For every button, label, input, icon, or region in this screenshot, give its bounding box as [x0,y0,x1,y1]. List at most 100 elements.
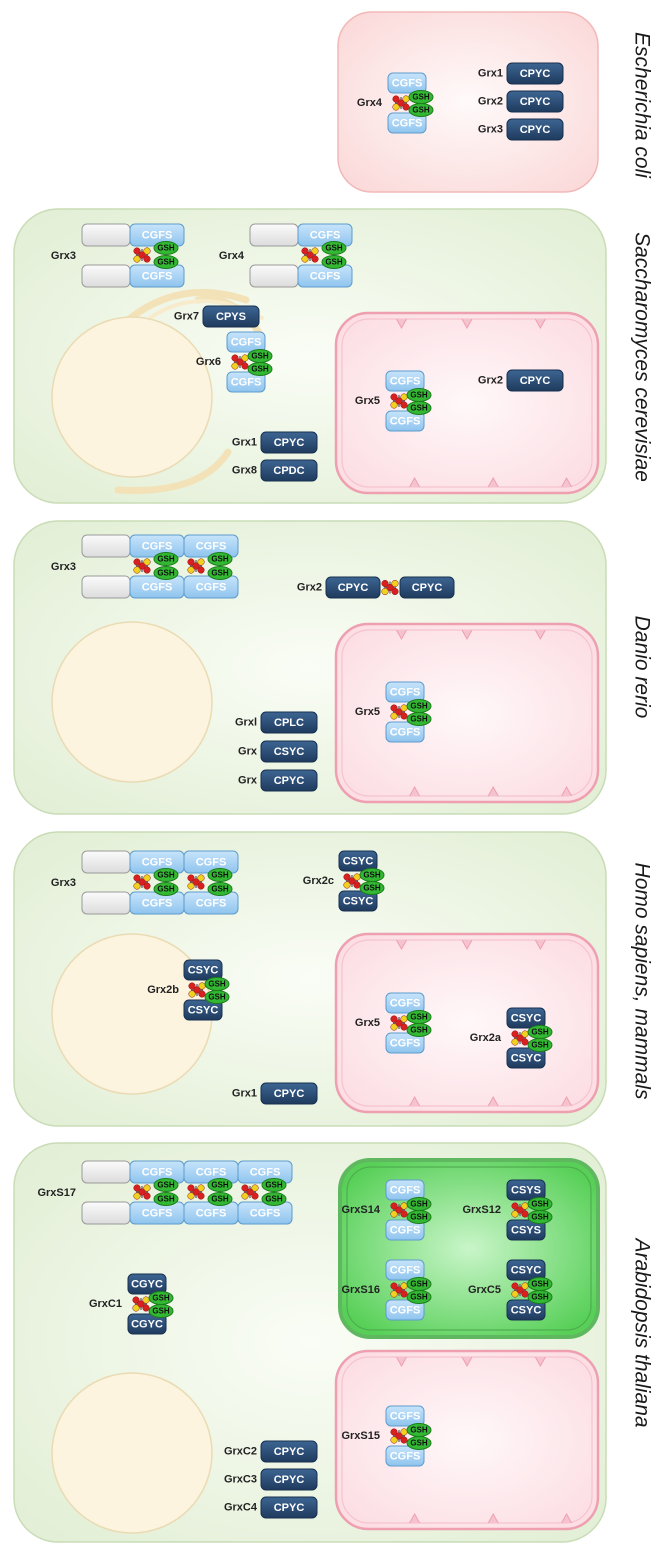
gsh-label: GSH [157,885,175,894]
fe-s-atom [138,251,146,259]
gsh-molecule [321,241,347,255]
fe-s-atom [187,1192,195,1200]
fe-s-atom [521,1290,529,1298]
fe-s-atom [348,877,356,885]
fe-s-atom [241,1184,249,1192]
fe-s-atom [143,874,151,882]
motif-label: CPYC [520,68,551,80]
domain-box [260,1082,318,1105]
gsh-molecule [408,103,434,117]
protein-label: Grx [238,746,258,758]
domain-box-bottom [506,1299,546,1321]
protein-label: Grx7 [174,311,199,323]
fe-s-atom [381,579,389,588]
fe-s-atom [241,1192,249,1200]
domain-box [325,576,381,599]
fe-s-cluster [511,1030,529,1046]
protein-label: GrxS14 [341,1204,380,1216]
domain-box [506,118,564,141]
mitochondrion [334,622,600,804]
protein-label: Grx2 [478,375,503,387]
trx-domain-box [81,264,131,288]
motif-label: CPYC [274,775,305,787]
gsh-molecule [207,552,233,566]
motif-label: CSYS [511,1225,541,1237]
fe-s-atom [197,1184,205,1192]
fe-s-atom [143,1184,151,1192]
fe-s-atom [311,247,319,255]
trx-domain-box [81,223,131,247]
domain-box-top [385,681,425,703]
fe-s-atom [236,358,244,366]
gsh-molecule [406,1023,432,1037]
gsh-label: GSH [325,244,343,253]
domain-box [260,769,318,792]
fe-s-cluster [187,874,205,890]
fe-s-atom [390,1290,398,1298]
motif-label: CPYC [338,582,369,594]
domain-box-bottom [385,721,425,743]
motif-label: CGFS [196,1208,227,1220]
fe-s-atom [192,562,200,570]
gsh-label: GSH [211,1181,229,1190]
fe-s-cluster [301,247,319,263]
crista [396,629,407,641]
fe-s-atom [521,1038,529,1046]
fe-s-atom [197,558,205,566]
gsh-label: GSH [157,244,175,253]
gsh-label: GSH [410,1426,428,1435]
gsh-molecule [406,1210,432,1224]
motif-label: CSYC [511,1305,542,1317]
species-label: Arabidopsis thaliana [631,1236,654,1427]
trx-domain-box [249,223,299,247]
protein-label: GrxC4 [224,1502,258,1514]
motif-label: CGFS [250,1167,281,1179]
domain-box-bottom [385,1445,425,1467]
domain-box-top [387,72,427,94]
motif-label: CPDC [273,465,304,477]
fe-s-atom [187,874,195,882]
fe-s-atom [395,708,403,716]
crista [561,1512,572,1524]
trx-domain-box [81,891,131,915]
domain-box [399,576,455,599]
motif-label: CGFS [142,898,173,910]
motif-label: CGFS [390,727,421,739]
fe-s-atom [133,882,141,890]
fe-s-atom [301,247,309,255]
gsh-molecule [207,566,233,580]
domain-box-bottom [385,410,425,432]
fe-s-atom [343,881,351,889]
domain-box [202,305,260,328]
gsh-label: GSH [157,1181,175,1190]
fe-s-atom [395,1432,403,1440]
gsh-molecule [148,1304,174,1318]
trx-domain-box [81,575,131,599]
fe-s-cluster [187,1184,205,1200]
motif-label: CSYC [343,856,374,868]
fe-s-atom [188,982,196,990]
motif-label: CGFS [390,1185,421,1197]
gsh-label: GSH [531,1293,549,1302]
fe-s-atom [187,566,195,574]
gsh-label: GSH [157,555,175,564]
gsh-molecule [207,1192,233,1206]
domain-box [260,431,318,454]
domain-box [260,1468,318,1491]
domain-box-top [506,1007,546,1029]
fe-s-atom [397,99,405,107]
fe-s-atom [400,1023,408,1031]
fe-s-atom [400,1290,408,1298]
gsh-label: GSH [410,404,428,413]
chloroplast-inner-membrane [346,1166,592,1331]
motif-label: CSYS [511,1185,541,1197]
fe-s-atom [381,587,389,596]
fe-s-cluster [390,1428,408,1444]
fe-s-atom [390,401,398,409]
crista [561,1095,572,1107]
protein-label: GrxS16 [341,1284,380,1296]
fe-s-atom [132,1296,140,1304]
gsh-label: GSH [325,258,343,267]
motif-label: CGFS [142,582,173,594]
